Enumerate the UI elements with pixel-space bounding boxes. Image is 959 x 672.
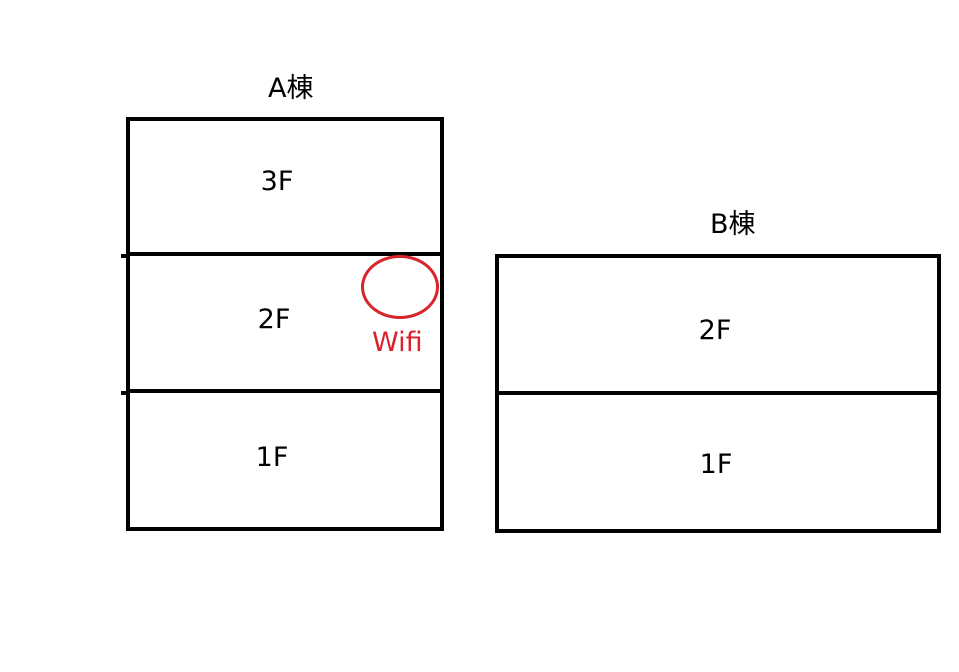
divider-tick: [121, 391, 129, 395]
divider-tick: [121, 254, 129, 258]
building-a: 3F 2F 1F: [126, 117, 444, 531]
floor-label: 2F: [257, 304, 291, 335]
building-a-floor-2: 2F: [130, 256, 440, 393]
building-b-title: B棟: [710, 209, 756, 240]
building-a-floor-3: 3F: [130, 121, 440, 256]
building-b: 2F 1F: [495, 254, 941, 533]
floor-label: 1F: [699, 449, 733, 480]
wifi-location-circle: [361, 255, 439, 319]
floor-label: 1F: [255, 441, 289, 473]
building-a-title: A棟: [268, 73, 314, 104]
building-b-floor-1: 1F: [499, 395, 937, 529]
building-a-floor-1: 1F: [130, 393, 440, 527]
building-b-floor-2: 2F: [499, 258, 937, 395]
wifi-label: Wifi: [372, 327, 423, 358]
floor-label: 3F: [260, 166, 294, 197]
floor-label: 2F: [698, 315, 732, 346]
